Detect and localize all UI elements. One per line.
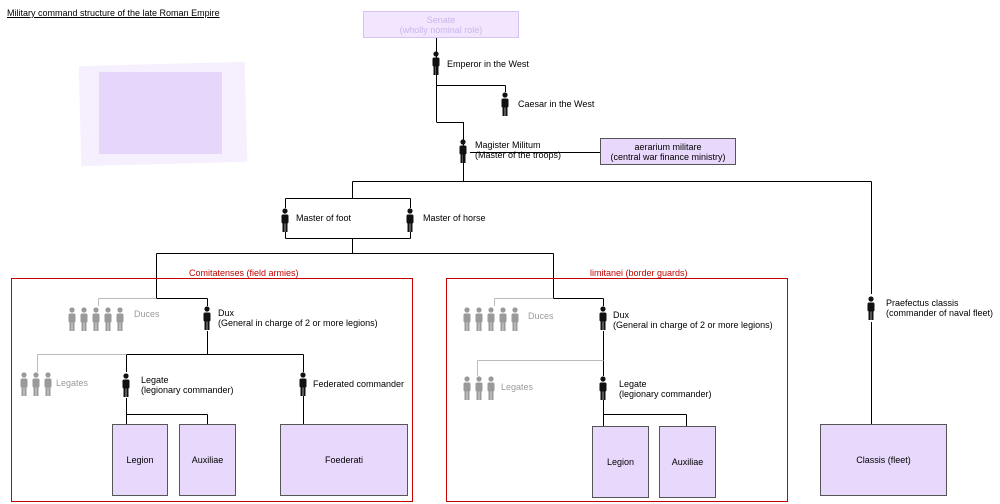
senate-note: (wholly nominal role) — [399, 24, 483, 35]
comitatenses-legate-sub: (legionary commander) — [141, 385, 234, 395]
praefectus-name: Praefectus classis — [886, 298, 959, 308]
limitanei-legates-label: Legates — [501, 382, 534, 392]
comitatenses-duces-label: Duces — [134, 309, 160, 319]
aerarium-box: aerarium militare (central war finance m… — [600, 138, 736, 165]
classis-box: Classis (fleet) — [820, 424, 947, 496]
emperor-label: Emperor in the West — [447, 59, 529, 69]
limitanei-legion-label: Legion — [606, 457, 635, 467]
foederati-box: Foederati — [280, 424, 408, 496]
person-icon — [459, 139, 467, 163]
comitatenses-dux-sub: (General in charge of 2 or more legions) — [218, 318, 378, 328]
classis-label: Classis (fleet) — [856, 455, 911, 465]
comitatenses-legate: Legate — [141, 375, 169, 385]
person-icon — [501, 92, 509, 116]
comitatenses-legion-label: Legion — [126, 455, 154, 465]
comitatenses-title: Comitatenses (field armies) — [189, 268, 299, 278]
limitanei-legate: Legate — [619, 379, 647, 389]
federated-commander-label: Federated commander — [313, 379, 405, 389]
comitatenses-dux-label: Dux (General in charge of 2 or more legi… — [218, 308, 378, 328]
limitanei-title: limitanei (border guards) — [590, 268, 688, 278]
limitanei-auxiliae-box: Auxiliae — [659, 426, 716, 498]
comitatenses-auxiliae-label: Auxiliae — [191, 455, 224, 465]
comitatenses-auxiliae-box: Auxiliae — [179, 424, 236, 496]
person-icon — [432, 51, 440, 75]
person-icon — [599, 376, 607, 400]
legates-group-icon — [462, 376, 496, 400]
person-icon — [599, 306, 607, 330]
master-horse-label: Master of horse — [423, 213, 486, 223]
limitanei-dux-sub: (General in charge of 2 or more legions) — [613, 320, 773, 330]
aerarium-sub: (central war finance ministry) — [610, 151, 726, 162]
caesar-label: Caesar in the West — [518, 99, 595, 109]
comitatenses-legion-box: Legion — [112, 424, 168, 496]
praefectus-sub: (commander of naval fleet) — [886, 308, 994, 318]
duces-group-icon — [462, 307, 520, 331]
limitanei-duces-label: Duces — [528, 311, 554, 321]
person-icon — [406, 208, 414, 232]
senate-box: Senate (wholly nominal role) — [363, 11, 519, 38]
person-icon — [281, 208, 289, 232]
diagram-title: Military command structure of the late R… — [7, 8, 220, 18]
limitanei-legate-label: Legate (legionary commander) — [619, 379, 712, 399]
comitatenses-dux: Dux — [218, 308, 235, 318]
person-icon — [299, 372, 307, 396]
person-icon — [122, 373, 130, 397]
aerarium-name: aerarium militare — [634, 141, 702, 152]
senate-label: Senate — [426, 14, 456, 25]
foederati-label: Foederati — [324, 455, 364, 465]
master-foot-label: Master of foot — [296, 213, 352, 223]
limitanei-legate-sub: (legionary commander) — [619, 389, 712, 399]
magister-name: Magister Militum — [475, 140, 541, 150]
praefectus-label: Praefectus classis (commander of naval f… — [886, 298, 993, 318]
comitatenses-region — [11, 278, 413, 502]
person-icon — [203, 306, 211, 330]
person-icon — [867, 296, 875, 320]
comitatenses-legates-label: Legates — [56, 378, 89, 388]
limitanei-auxiliae-label: Auxiliae — [671, 457, 704, 467]
limitanei-dux-label: Dux (General in charge of 2 or more legi… — [613, 310, 773, 330]
magister-sub: (Master of the troops) — [475, 150, 562, 160]
comitatenses-legate-label: Legate (legionary commander) — [141, 375, 234, 395]
duces-group-icon — [67, 307, 125, 331]
decorative-shape-inner — [99, 72, 222, 154]
legates-group-icon — [19, 372, 53, 396]
limitanei-dux: Dux — [613, 310, 630, 320]
limitanei-legion-box: Legion — [592, 426, 649, 498]
magister-label: Magister Militum (Master of the troops) — [475, 140, 561, 160]
limitanei-region — [446, 278, 788, 502]
